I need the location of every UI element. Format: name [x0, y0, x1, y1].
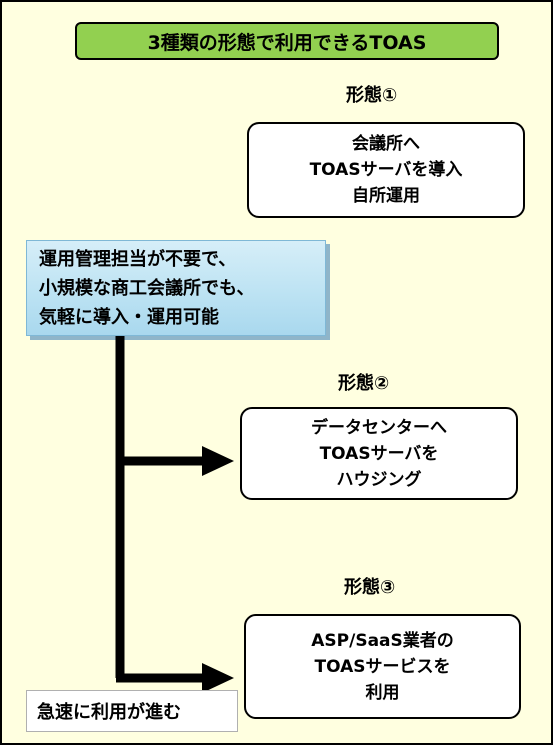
- form-3-line: ASP/SaaS業者の: [311, 630, 454, 651]
- form-2-line: ハウジング: [336, 469, 422, 490]
- merit-line: 気軽に導入・運用可能: [39, 307, 219, 328]
- form-1-label: 形態①: [346, 85, 398, 106]
- merit-line: 小規模な商工会議所でも、: [39, 278, 255, 299]
- merit-line: 運用管理担当が不要で、: [39, 249, 237, 270]
- form-2-line: データセンターへ: [311, 417, 447, 438]
- form-2-label: 形態②: [338, 373, 390, 394]
- adoption-trend-label: 急速に利用が進む: [26, 690, 238, 732]
- form-2-line: TOASサーバを: [319, 443, 439, 464]
- diagram-title: 3種類の形態で利用できるTOAS: [75, 22, 499, 60]
- form-2-box: データセンターへ TOASサーバを ハウジング: [240, 407, 518, 500]
- arrowhead-form-2: [202, 446, 234, 476]
- form-1-line: TOASサーバを導入: [309, 160, 463, 180]
- form-3-box: ASP/SaaS業者の TOASサービスを 利用: [244, 614, 521, 719]
- arrowhead-form-3: [202, 663, 234, 693]
- form-3-label: 形態③: [344, 577, 396, 598]
- form-1-line: 自所運用: [352, 186, 420, 206]
- form-3-line: TOASサービスを: [314, 656, 451, 677]
- form-1-box: 会議所へ TOASサーバを導入 自所運用: [247, 122, 525, 218]
- form-1-line: 会議所へ: [352, 134, 420, 154]
- merit-callout: 運用管理担当が不要で、 小規模な商工会議所でも、 気軽に導入・運用可能: [26, 240, 326, 336]
- form-3-line: 利用: [365, 682, 400, 703]
